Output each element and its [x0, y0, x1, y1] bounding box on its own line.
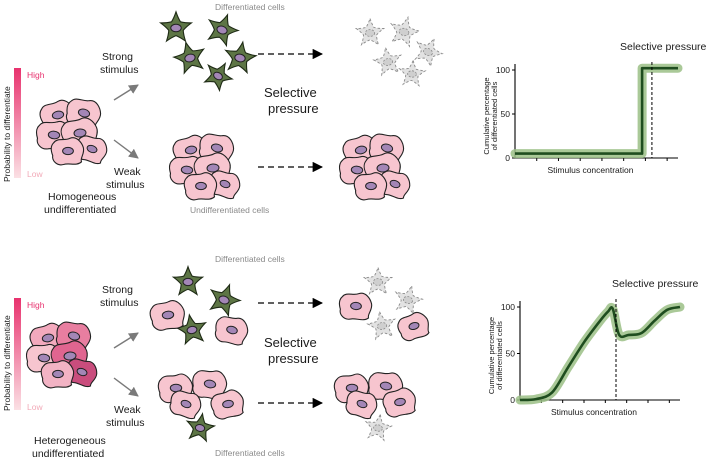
differentiated-cells-label: Differentiated cells: [215, 254, 285, 264]
high-label: High: [27, 70, 45, 80]
dead-cells-group: [354, 15, 444, 87]
pink-cell: [397, 311, 430, 342]
x-axis-label: Stimulus concentration: [551, 407, 637, 417]
series-line: [515, 66, 678, 155]
y-tick-label: 100: [496, 65, 510, 75]
pink-cell: [345, 390, 378, 420]
probability-axis-label: Probability to differentiate: [2, 315, 12, 411]
population-label-line2: undifferentiated: [44, 204, 116, 216]
dead-cell: [366, 310, 397, 341]
low-label: Low: [27, 169, 43, 179]
pink-cell: [210, 389, 244, 420]
y-axis-label-line2: of differentiated cells: [490, 81, 499, 150]
dead-cell: [354, 17, 386, 46]
selective-label-line2: pressure: [268, 351, 319, 366]
probability-gradient-bar: [14, 68, 21, 178]
weak-label-line1: Weak: [114, 404, 141, 416]
heterogeneous-cell-cluster: [25, 321, 98, 389]
surviving-cells-group: [338, 133, 411, 201]
undifferentiated-cells-group: [168, 133, 241, 201]
y-axis-label-line1: Cumulative percentage: [487, 317, 496, 394]
dead-cell: [362, 266, 394, 295]
y-tick-label: 0: [510, 395, 515, 405]
mixed-cells-strong-group: [149, 264, 249, 346]
dead-cell: [398, 59, 427, 87]
pink-cell: [75, 135, 108, 165]
pink-cell: [382, 387, 416, 418]
outcome-strong-group: [338, 266, 430, 342]
weak-branch-arrow: [113, 139, 139, 159]
differentiated-cell: [224, 40, 258, 75]
strong-label-line2: stimulus: [100, 297, 139, 309]
weak-label-line2: stimulus: [106, 417, 145, 429]
pink-cell: [378, 170, 411, 200]
low-label: Low: [27, 402, 43, 412]
selective-label-line1: Selective: [264, 85, 317, 100]
pink-cell: [338, 292, 373, 321]
differentiated-cell: [158, 10, 194, 43]
differentiated-cells-group: [158, 10, 258, 93]
weak-branch-arrow: [113, 377, 139, 397]
strong-label-line2: stimulus: [100, 64, 139, 76]
probability-scale-top: Probability to differentiate High Low: [2, 68, 45, 182]
pink-cell: [208, 170, 241, 200]
dead-cell: [372, 46, 403, 77]
y-axis-label-line2: of differentiated cells: [495, 321, 504, 390]
weak-label-line2: stimulus: [106, 179, 145, 191]
differentiated-cell: [207, 13, 240, 48]
outcome-weak-group: [333, 372, 416, 442]
chart-annotation: Selective pressure: [620, 41, 707, 53]
dead-cell: [389, 15, 421, 48]
selective-label-line1: Selective: [264, 335, 317, 350]
probability-axis-label: Probability to differentiate: [2, 86, 12, 182]
pink-cell: [214, 316, 249, 346]
dead-cell: [364, 413, 393, 442]
y-tick-label: 100: [501, 302, 515, 312]
top-panel: Probability to differentiate High Low Ho…: [2, 2, 707, 216]
homogeneous-cell-cluster: [35, 98, 108, 166]
differentiated-cell: [209, 283, 242, 318]
population-label-line1: Heterogeneous: [34, 435, 106, 447]
population-label-line2: undifferentiated: [32, 448, 104, 460]
pink-cell: [40, 360, 75, 389]
pink-cell: [353, 172, 388, 201]
selective-label-line2: pressure: [268, 101, 319, 116]
undifferentiated-cells-label: Undifferentiated cells: [190, 205, 269, 215]
differentiated-cell: [171, 264, 205, 296]
differentiated-cells-label: Differentiated cells: [215, 2, 285, 12]
series-line: [519, 305, 681, 402]
y-tick-label: 50: [501, 109, 511, 119]
high-label: High: [27, 300, 45, 310]
y-tick-label: 0: [505, 153, 510, 163]
series-halo: [510, 63, 683, 159]
probability-gradient-bar: [14, 298, 21, 410]
mixed-cells-weak-group: [157, 370, 244, 443]
strong-label-line1: Strong: [102, 51, 133, 63]
pink-cell: [183, 172, 218, 201]
dead-cell: [394, 284, 424, 315]
population-label-line1: Homogeneous: [48, 191, 116, 203]
x-axis-label: Stimulus concentration: [548, 165, 634, 175]
bottom-panel: Probability to differentiate High Low He…: [2, 254, 699, 460]
weak-label-line1: Weak: [114, 166, 141, 178]
differentiated-cell: [185, 412, 217, 443]
y-axis-label-line1: Cumulative percentage: [482, 77, 491, 154]
strong-branch-arrow: [113, 332, 139, 349]
pink-cell: [50, 137, 85, 166]
pink-cell: [169, 390, 202, 420]
probability-scale-bottom: Probability to differentiate High Low: [2, 298, 45, 412]
strong-label-line1: Strong: [102, 284, 133, 296]
differentiated-cell: [172, 40, 206, 75]
differentiated-cells-label: Differentiated cells: [215, 448, 285, 458]
chart-annotation: Selective pressure: [612, 278, 699, 290]
strong-branch-arrow: [113, 84, 139, 101]
dead-cell: [414, 37, 444, 68]
differentiated-cell: [203, 61, 234, 93]
y-tick-label: 50: [506, 349, 516, 359]
pink-cell: [149, 300, 185, 331]
